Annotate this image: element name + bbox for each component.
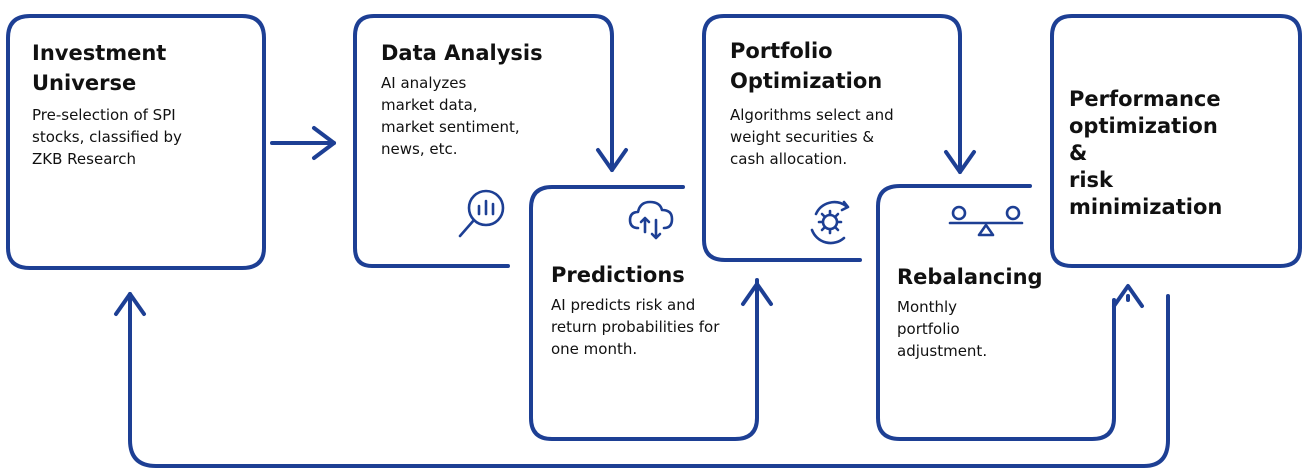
title-line: Predictions [551, 263, 685, 287]
title-line: Portfolio [730, 39, 833, 63]
desc-line: market data, [381, 96, 478, 114]
investment-universe-box [6, 14, 266, 270]
title-line: Universe [32, 71, 137, 95]
arrow-up-to-portfolio [741, 278, 773, 306]
title-line: risk [1069, 168, 1114, 192]
predictions-box [529, 185, 759, 441]
performance-title: Performance optimization & risk minimiza… [1069, 86, 1222, 221]
title-line: & [1069, 141, 1088, 165]
desc-line: ZKB Research [32, 150, 136, 168]
title-line: optimization [1069, 114, 1218, 138]
desc-line: adjustment. [897, 342, 988, 360]
data-analysis-title: Data Analysis [381, 38, 543, 68]
desc-line: Monthly [897, 298, 958, 316]
title-line: Optimization [730, 69, 883, 93]
desc-line: AI analyzes [381, 74, 467, 92]
rebalancing-title: Rebalancing [897, 262, 1043, 292]
portfolio-optimization-description: Algorithms select and weight securities … [730, 104, 894, 170]
investment-universe-description: Pre-selection of SPI stocks, classified … [32, 104, 182, 170]
arrow-up-to-performance [1112, 284, 1144, 308]
desc-line: weight securities & [730, 128, 875, 146]
desc-line: portfolio [897, 320, 960, 338]
desc-line: market sentiment, [381, 118, 520, 136]
portfolio-optimization-box [702, 14, 962, 262]
desc-line: news, etc. [381, 140, 458, 158]
rebalancing-box [876, 184, 1116, 441]
title-line: Data Analysis [381, 41, 543, 65]
title-line: Investment [32, 41, 167, 65]
desc-line: AI predicts risk and [551, 296, 696, 314]
rebalancing-description: Monthly portfolio adjustment. [897, 296, 987, 362]
title-line: Performance [1069, 87, 1221, 111]
title-line: minimization [1069, 195, 1223, 219]
feedback-loop-arrow [114, 292, 1170, 468]
desc-line: stocks, classified by [32, 128, 182, 146]
gear-cycle-icon [810, 200, 850, 245]
arrow-right [270, 126, 336, 160]
performance-box [1050, 14, 1302, 268]
desc-line: Pre-selection of SPI [32, 106, 176, 124]
predictions-title: Predictions [551, 260, 685, 290]
desc-line: cash allocation. [730, 150, 848, 168]
predictions-description: AI predicts risk and return probabilitie… [551, 294, 719, 360]
title-line: Rebalancing [897, 265, 1043, 289]
data-analysis-box [353, 14, 614, 268]
desc-line: return probabilities for [551, 318, 720, 336]
magnifier-chart-icon [458, 189, 505, 238]
desc-line: one month. [551, 340, 638, 358]
balance-scale-icon [948, 205, 1024, 237]
investment-universe-title: Investment Universe [32, 38, 166, 98]
desc-line: Algorithms select and [730, 106, 894, 124]
portfolio-optimization-title: Portfolio Optimization [730, 36, 882, 96]
data-analysis-description: AI analyzes market data, market sentimen… [381, 72, 520, 160]
arrow-down-to-rebalancing [944, 108, 976, 174]
cloud-sync-icon [628, 200, 674, 240]
arrow-down-to-predictions [596, 102, 628, 172]
